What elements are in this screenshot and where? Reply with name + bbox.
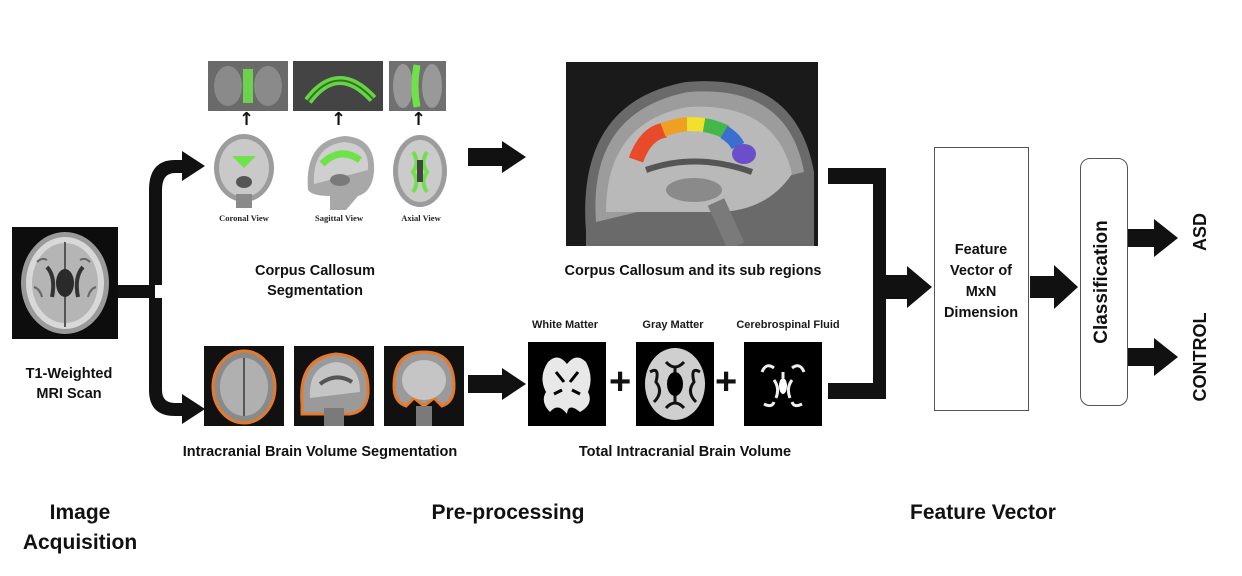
cc-axial-view [391, 132, 449, 210]
feature-vector-box: Feature Vector of MxN Dimension [934, 147, 1029, 411]
gray-matter-label: Gray Matter [642, 319, 704, 331]
icv-segmentation-label: Intracranial Brain Volume Segmentation [182, 444, 458, 460]
classification-label: Classification [1091, 220, 1112, 344]
cc-zoom-axial [389, 61, 446, 111]
icv-axial-image [204, 346, 284, 426]
axial-view-caption: Axial View [401, 213, 441, 223]
csf-label: Cerebrospinal Fluid [736, 319, 840, 331]
mri-input-image [12, 227, 118, 339]
cc-coronal-view [212, 132, 276, 210]
cc-sagittal-view [300, 130, 378, 212]
cc-segmentation-label: Corpus Callosum Segmentation [254, 263, 376, 299]
cc-zoom-sagittal [293, 61, 383, 111]
cc-zoom-coronal [208, 61, 288, 111]
stage-preprocessing: Pre-processing [431, 501, 585, 524]
up-arrow-coronal: ↑ [239, 109, 255, 130]
stage-image-acquisition: Image Acquisition [22, 501, 138, 554]
sagittal-view-caption: Sagittal View [315, 213, 363, 223]
coronal-view-caption: Coronal View [219, 213, 269, 223]
classification-box: Classification [1080, 158, 1128, 406]
plus-sign-2: + [715, 361, 738, 403]
gray-matter-image [636, 342, 714, 426]
plus-sign-1: + [609, 361, 632, 403]
output-asd: ASD [1190, 213, 1210, 252]
icv-sagittal-image [294, 346, 374, 426]
cc-subregions-label: Corpus Callosum and its sub regions [564, 263, 822, 279]
icv-coronal-image [384, 346, 464, 426]
csf-image [744, 342, 822, 426]
total-icv-label: Total Intracranial Brain Volume [578, 444, 792, 460]
white-matter-image [528, 342, 606, 426]
white-matter-label: White Matter [532, 319, 598, 331]
up-arrow-axial: ↑ [411, 109, 427, 130]
brain-axial-icon [21, 232, 109, 334]
output-control: CONTROL [1190, 312, 1210, 402]
input-label: T1-Weighted MRI Scan [25, 366, 113, 402]
up-arrow-sagittal: ↑ [331, 109, 347, 130]
stage-feature-vector: Feature Vector [910, 501, 1056, 524]
feature-vector-box-label: Feature Vector of MxN Dimension [943, 242, 1019, 321]
cc-subregions-image [566, 62, 818, 246]
